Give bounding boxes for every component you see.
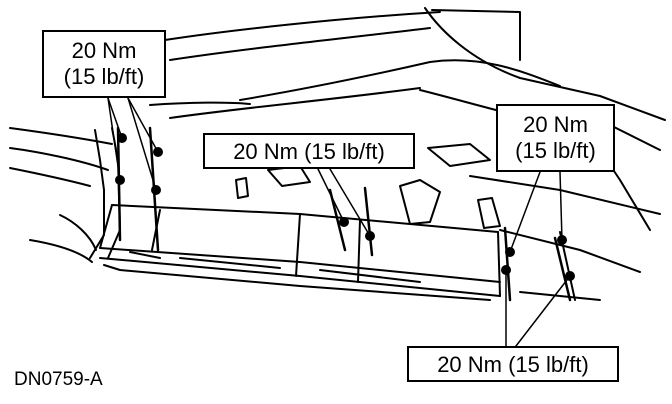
fuel-tank-shield [99,204,501,301]
torque-callout-right: 20 Nm (15 lb/ft) [496,104,615,172]
torque-value: 20 Nm (15 lb/ft) [233,139,385,164]
torque-callout-top-left: 20 Nm (15 lb/ft) [42,30,166,98]
torque-value-nm: 20 Nm [523,112,588,137]
torque-callout-middle: 20 Nm (15 lb/ft) [203,133,415,169]
torque-value: 20 Nm (15 lb/ft) [437,352,589,377]
torque-value-lbft: (15 lb/ft) [63,64,145,89]
vehicle-body-outline [149,7,666,151]
torque-value-nm: 20 Nm [71,38,137,63]
left-frame-section [9,127,121,263]
torque-callout-bottom: 20 Nm (15 lb/ft) [407,346,619,382]
leader-lines [107,97,571,347]
torque-value-lbft: (15 lb/ft) [515,138,596,163]
figure-id-label: DN0759-A [14,369,103,390]
